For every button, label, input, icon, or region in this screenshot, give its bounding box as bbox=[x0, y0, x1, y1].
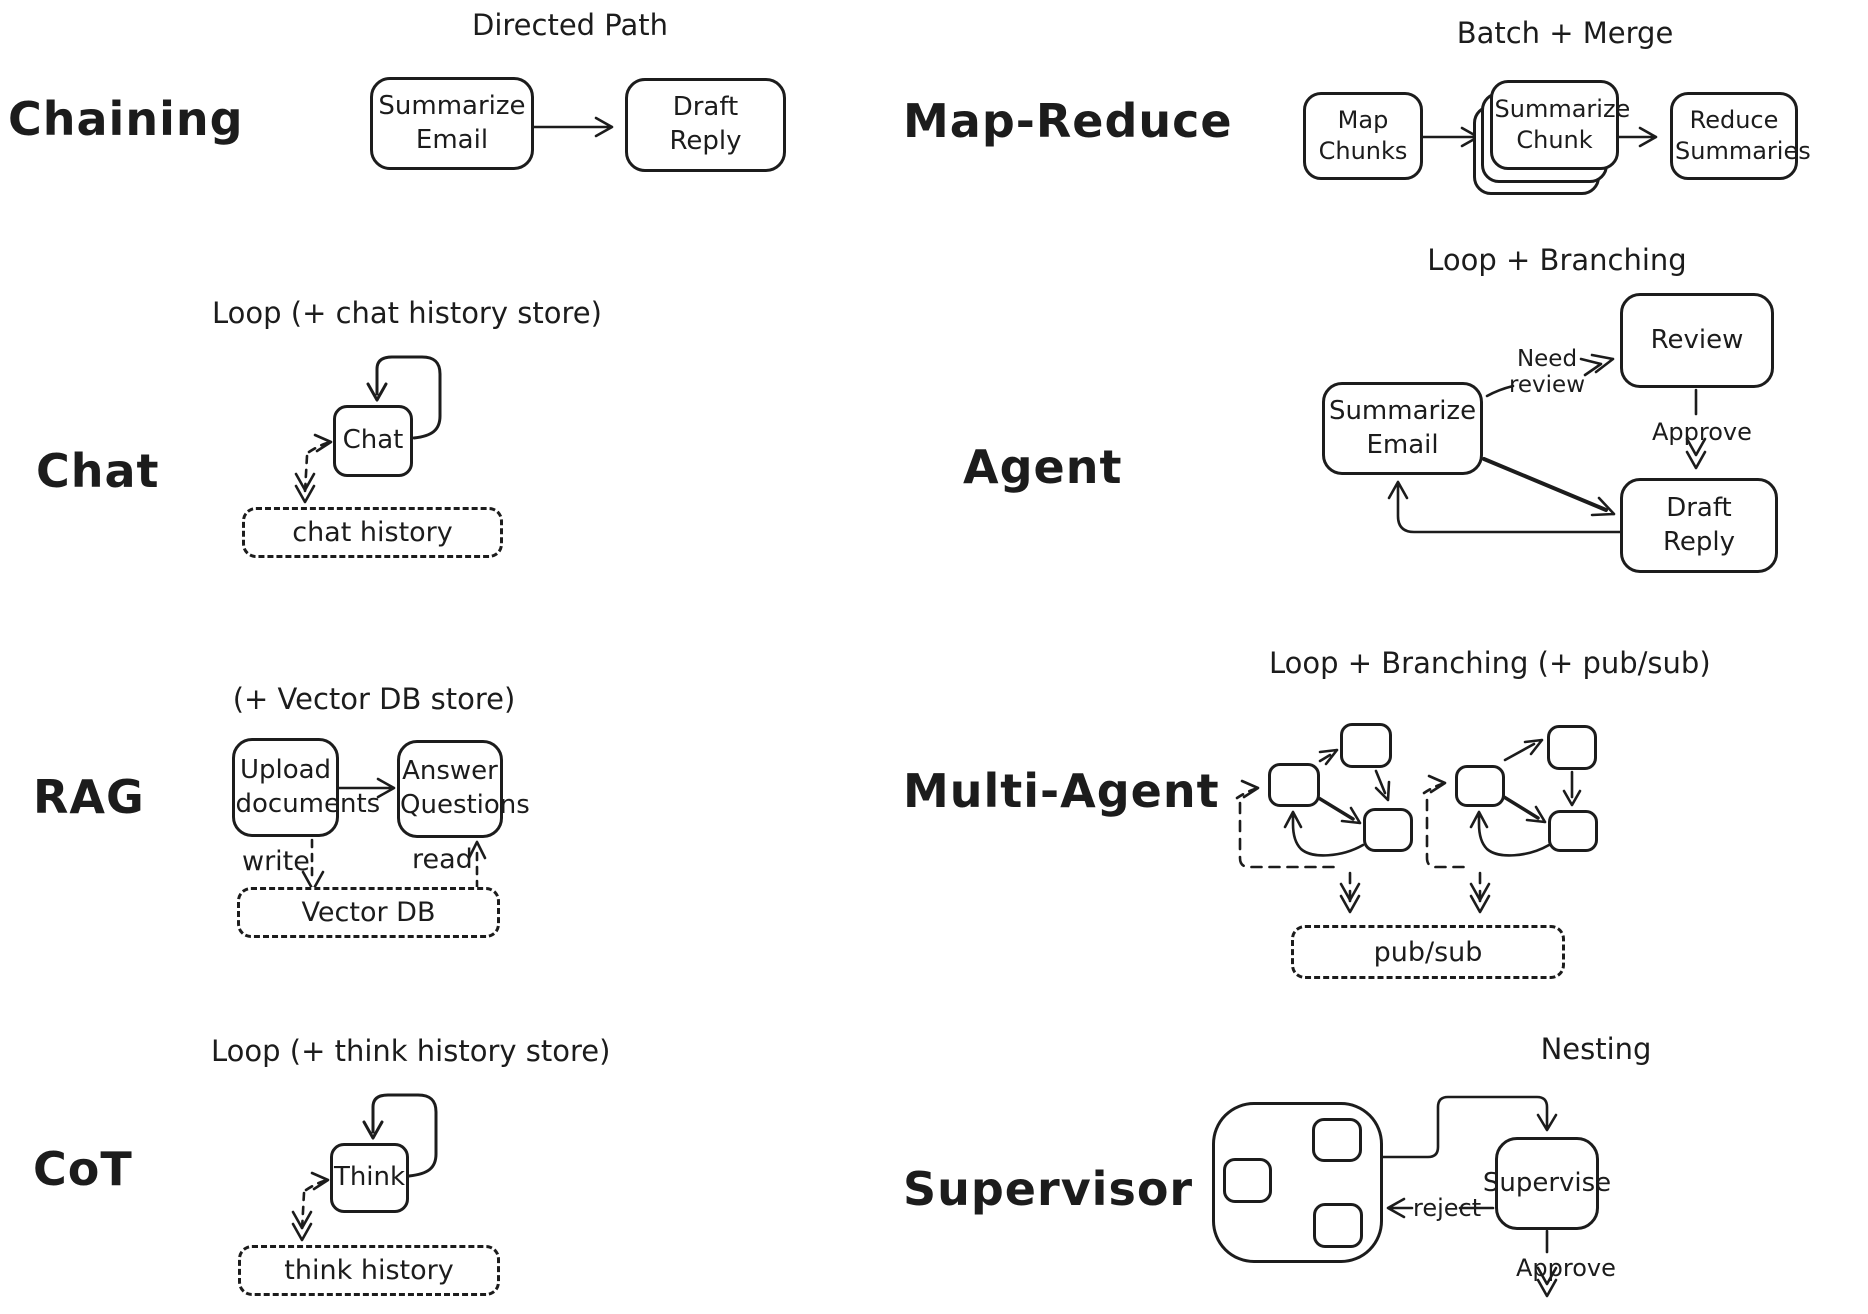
chat-history-store-label: chat history bbox=[292, 517, 453, 548]
pattern-label-chaining: Chaining bbox=[8, 92, 244, 146]
chat-title: Loop (+ chat history store) bbox=[212, 296, 602, 330]
map-reduce-node-summarize-chunk: Summarize Chunk bbox=[1490, 80, 1631, 170]
ma-right-b-c-arrow bbox=[1562, 770, 1582, 807]
ma-right-a-b-arrow bbox=[1503, 738, 1544, 762]
supervisor-inner-node-c bbox=[1313, 1203, 1363, 1248]
agent-node-review-label: Review bbox=[1650, 324, 1744, 355]
multi-agent-right-node-a bbox=[1455, 765, 1505, 807]
pattern-label-multi-agent: Multi-Agent bbox=[903, 764, 1220, 818]
ma-left-entry-arrowhead bbox=[1240, 779, 1260, 799]
map-reduce-node-reduce-summaries: Reduce Summaries bbox=[1670, 92, 1811, 180]
multi-agent-title: Loop + Branching (+ pub/sub) bbox=[1269, 646, 1711, 680]
agent-node-summarize-email-label: Summarize Email bbox=[1328, 395, 1477, 460]
chat-entry-dashed-arrow bbox=[307, 441, 329, 454]
supervisor-inner-node-a bbox=[1223, 1158, 1272, 1203]
supervisor-inner-node-b bbox=[1312, 1118, 1362, 1162]
agent-node-summarize-email: Summarize Email bbox=[1322, 382, 1483, 475]
pattern-label-chat: Chat bbox=[36, 444, 160, 498]
map-to-summarize-arrow bbox=[1420, 126, 1480, 148]
supervisor-node-supervise-label: Supervise bbox=[1482, 1167, 1612, 1198]
rag-edge-write-label: write bbox=[242, 846, 310, 877]
supervisor-node-supervise: Supervise bbox=[1483, 1137, 1611, 1230]
map-reduce-node-map-chunks-label: Map Chunks bbox=[1318, 105, 1408, 165]
rag-edge-read-label: read bbox=[412, 844, 473, 875]
chaining-title: Directed Path bbox=[471, 8, 668, 42]
map-reduce-node-summarize-chunk-label: Summarize Chunk bbox=[1494, 94, 1631, 154]
pub-sub-store-label: pub/sub bbox=[1373, 936, 1483, 968]
pattern-label-cot: CoT bbox=[33, 1142, 133, 1196]
ma-left-pub-rail bbox=[1238, 801, 1340, 869]
ma-left-a-c-arrow bbox=[1315, 795, 1355, 821]
think-history-store: think history bbox=[238, 1245, 500, 1296]
rag-title: (+ Vector DB store) bbox=[232, 682, 516, 716]
map-reduce-node-map-chunks: Map Chunks bbox=[1303, 92, 1423, 180]
ma-left-entry-dashed bbox=[1235, 787, 1257, 800]
multi-agent-right-node-b bbox=[1547, 725, 1597, 770]
chaining-node-draft-reply-label: Draft Reply bbox=[669, 92, 742, 156]
chat-node-chat: Chat bbox=[333, 405, 413, 477]
agent-title: Loop + Branching bbox=[1427, 243, 1687, 277]
pub-sub-store: pub/sub bbox=[1291, 925, 1565, 979]
ma-right-a-c-arrowhead bbox=[1525, 805, 1547, 824]
rag-node-upload-documents: Upload documents bbox=[232, 738, 381, 837]
rag-node-answer-questions-label: Answer Questions bbox=[400, 756, 530, 820]
cot-entry-dashed-arrow bbox=[304, 1179, 326, 1192]
ma-right-loop-arrow bbox=[1469, 810, 1551, 857]
think-history-store-label: think history bbox=[284, 1255, 454, 1286]
chat-store-arrowhead bbox=[294, 472, 316, 504]
rag-node-answer-questions: Answer Questions bbox=[397, 740, 530, 838]
ma-left-a-c-arrowhead bbox=[1340, 806, 1362, 825]
cot-node-think-label: Think bbox=[333, 1162, 406, 1193]
supervisor-title: Nesting bbox=[1540, 1032, 1652, 1066]
pattern-label-agent: Agent bbox=[963, 440, 1123, 494]
chaining-node-summarize-email: Summarize Email bbox=[370, 77, 534, 170]
pattern-label-rag: RAG bbox=[33, 770, 145, 824]
agent-edge-approve-label: Approve bbox=[1652, 418, 1752, 446]
map-reduce-node-reduce-summaries-label: Reduce Summaries bbox=[1675, 105, 1811, 165]
ma-right-entry-dashed bbox=[1422, 782, 1444, 795]
supervisor-edge-reject-label: reject bbox=[1413, 1194, 1482, 1222]
ma-left-loop-arrow bbox=[1283, 810, 1365, 857]
cot-store-dashed-arrow bbox=[300, 1191, 306, 1232]
chaining-arrow bbox=[531, 116, 614, 138]
draft-to-summarize-return-arrow bbox=[1387, 480, 1622, 534]
map-reduce-title: Batch + Merge bbox=[1456, 16, 1674, 50]
chat-node-chat-label: Chat bbox=[342, 425, 404, 456]
vector-db-store: Vector DB bbox=[237, 887, 500, 938]
cot-store-arrowhead bbox=[291, 1210, 313, 1242]
cot-entry-arrowhead bbox=[310, 1171, 330, 1191]
agent-node-draft-reply: Draft Reply bbox=[1620, 478, 1778, 573]
agent-node-review: Review bbox=[1620, 293, 1774, 388]
cot-title: Loop (+ think history store) bbox=[211, 1034, 611, 1068]
agent-node-draft-reply-label: Draft Reply bbox=[1662, 492, 1735, 557]
rag-node-upload-documents-label: Upload documents bbox=[235, 754, 381, 819]
ma-left-pub-arrowhead bbox=[1339, 882, 1361, 914]
chat-entry-arrowhead bbox=[313, 433, 333, 453]
chat-store-dashed-arrow bbox=[303, 454, 309, 494]
chaining-arrows bbox=[531, 116, 614, 138]
vector-db-store-label: Vector DB bbox=[301, 897, 436, 928]
multi-agent-right-node-c bbox=[1548, 810, 1598, 852]
cot-node-think: Think bbox=[330, 1143, 409, 1213]
summarize-to-reduce-arrow bbox=[1616, 126, 1658, 148]
ma-right-a-c-arrow bbox=[1502, 795, 1540, 820]
multi-agent-left-node-b bbox=[1340, 723, 1392, 768]
pattern-label-map-reduce: Map-Reduce bbox=[903, 94, 1233, 148]
ma-left-a-b-arrow bbox=[1318, 748, 1339, 766]
ma-right-pub-rail bbox=[1425, 798, 1470, 869]
chat-history-store: chat history bbox=[242, 507, 503, 558]
pattern-label-supervisor: Supervisor bbox=[903, 1162, 1194, 1216]
ma-right-entry-arrowhead bbox=[1427, 774, 1447, 794]
chaining-node-draft-reply: Draft Reply bbox=[625, 78, 786, 172]
supervisor-edge-approve-label: Approve bbox=[1516, 1254, 1616, 1282]
summarize-to-draft-arrow bbox=[1482, 457, 1608, 512]
summarize-to-draft-arrowhead bbox=[1590, 496, 1616, 517]
ma-left-b-c-arrow bbox=[1374, 769, 1391, 802]
multi-agent-left-node-a bbox=[1268, 763, 1320, 807]
ma-right-pub-arrowhead bbox=[1469, 882, 1491, 914]
multi-agent-left-node-c bbox=[1363, 808, 1413, 852]
chaining-node-summarize-email-label: Summarize Email bbox=[378, 90, 526, 155]
agent-edge-need-review-label: Need review bbox=[1508, 346, 1586, 399]
